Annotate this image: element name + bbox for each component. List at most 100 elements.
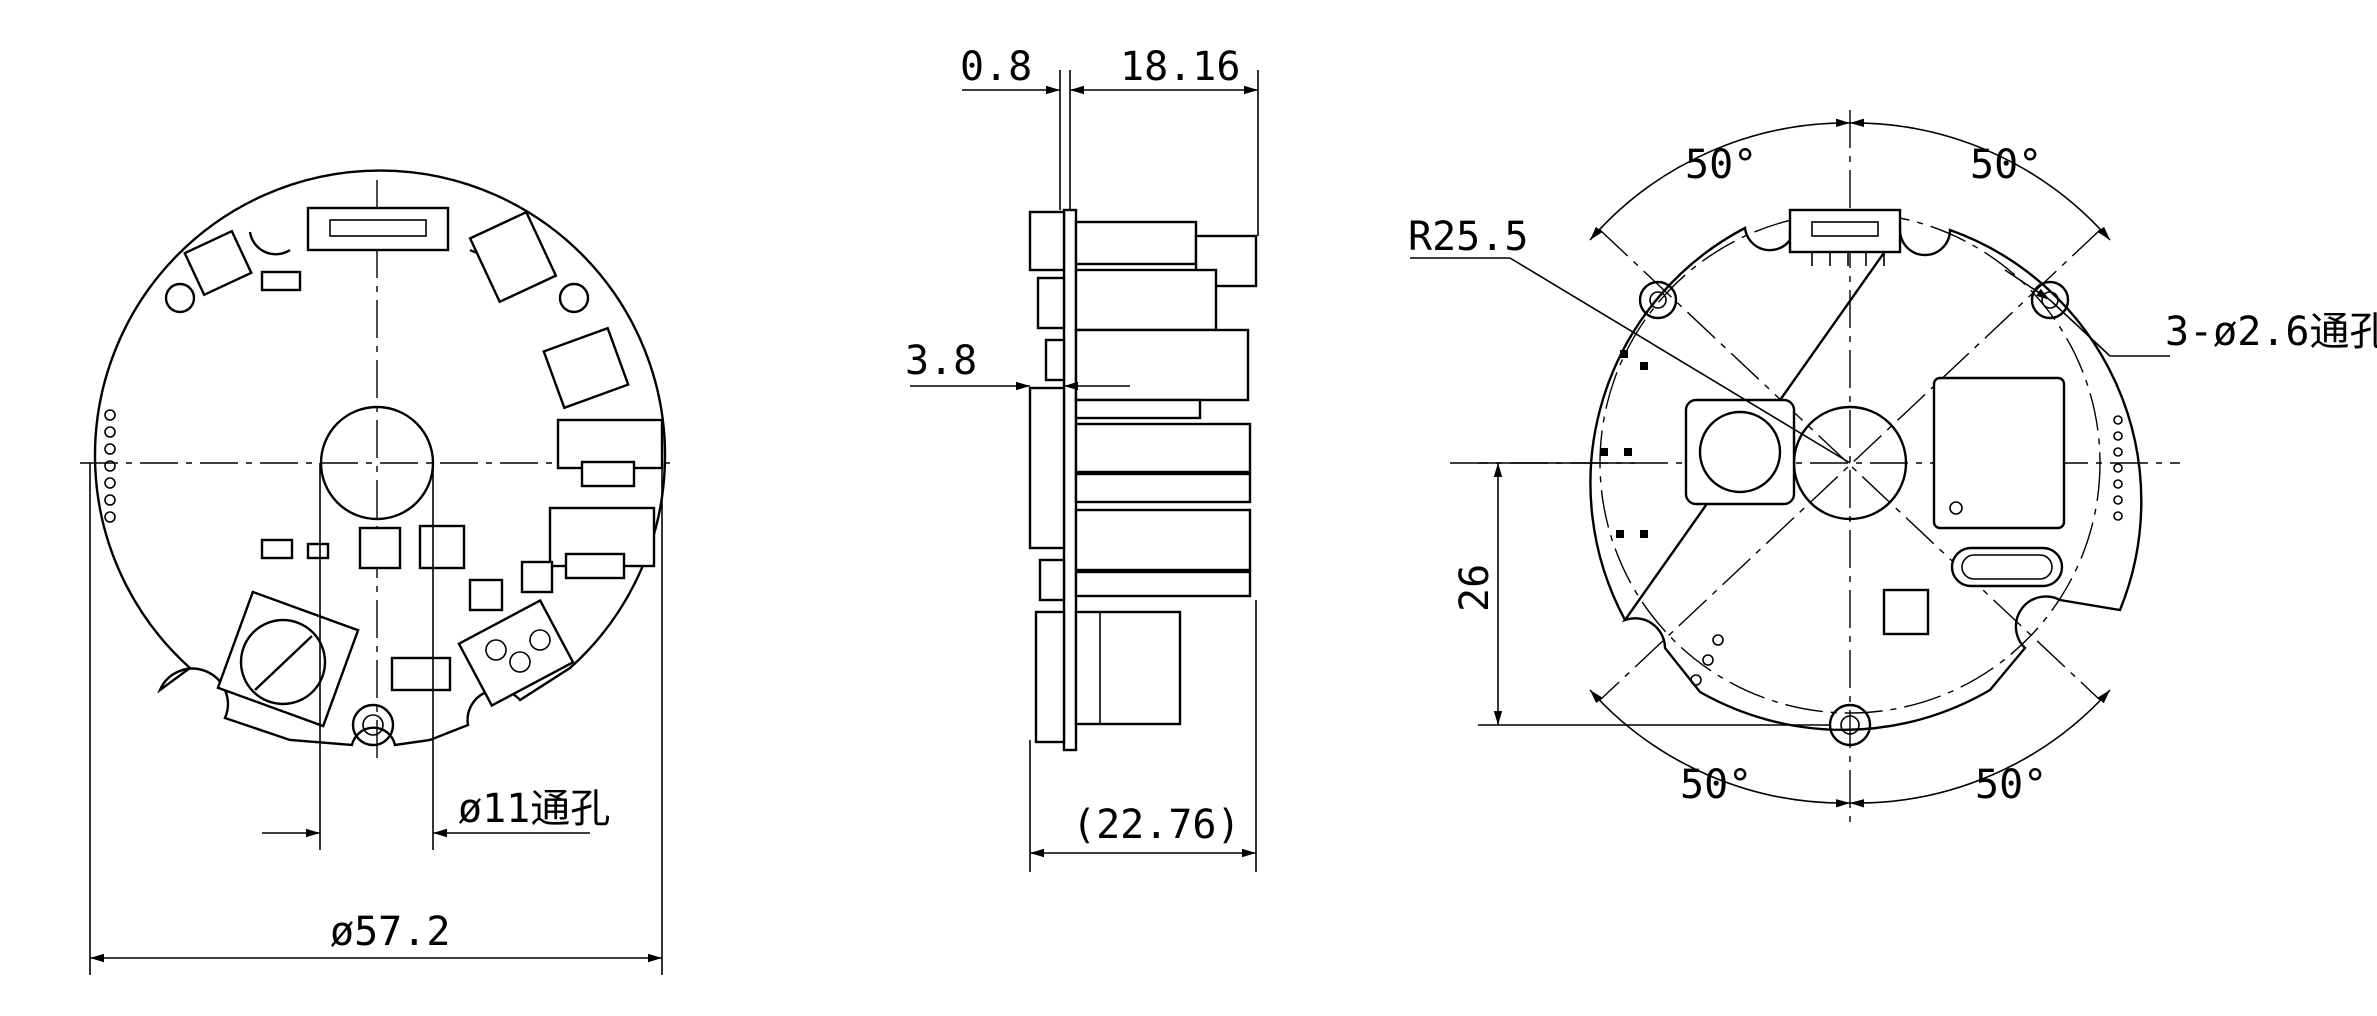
back-pad [1690, 674, 1702, 686]
back-buzzer-frame [1684, 398, 1796, 506]
side-left-dim: 3.8 [905, 338, 977, 384]
back-holes-arrow [2004, 269, 2051, 301]
back-diag-line-b [1599, 229, 2101, 701]
front-chip-d [520, 560, 554, 594]
front-edge-pad [104, 460, 116, 472]
side-pcb [1062, 208, 1078, 752]
side-right-inductor-a [1074, 422, 1252, 474]
back-radius-label: R25.5 [1408, 214, 1528, 260]
front-hole-label: ø11通孔 [458, 786, 610, 832]
front-jst-connector [183, 229, 253, 297]
front-small-part-a [260, 270, 302, 292]
front-edge-pad [104, 409, 116, 421]
front-small-part-c [564, 552, 626, 580]
front-terminal-screw-b [509, 651, 531, 673]
back-mount-hole-left [1638, 280, 1678, 320]
front-chip-a [358, 526, 402, 570]
front-small-part-b [580, 460, 636, 488]
side-right-part-d [1074, 570, 1252, 598]
back-holes-label: 3-ø2.6通孔 [2165, 309, 2377, 355]
side-left-part-c [1044, 338, 1066, 382]
back-mount-hole-right [2030, 280, 2070, 320]
front-battery-mark [254, 635, 313, 691]
front-edge-pad [104, 511, 116, 523]
back-small-square [1882, 588, 1930, 636]
side-left-part-a [1028, 210, 1066, 272]
side-right-battery [1074, 610, 1182, 726]
side-left-part-d [1028, 386, 1066, 550]
side-top-left-dim: 0.8 [960, 44, 1032, 90]
back-smd-dot [1600, 448, 1608, 456]
side-right-connector-top [1074, 220, 1198, 266]
front-battery [239, 618, 327, 706]
back-smd-dot [1624, 448, 1632, 456]
back-view: R25.5 3-ø2.6通孔 26 50° 50° 50° 50° [1408, 110, 2377, 830]
side-bottom-dim: (22.76) [1072, 802, 1241, 848]
back-angle-arc-br [1849, 689, 2111, 808]
front-edge-pad [104, 494, 116, 506]
back-vertical-dim: 26 [1452, 564, 1498, 612]
side-left-part-e [1038, 558, 1066, 602]
back-angle-bottom-left: 50° [1680, 762, 1752, 808]
front-edge-pad [104, 443, 116, 455]
front-inductor-a [556, 418, 664, 470]
back-smd-dot [1640, 530, 1648, 538]
back-edge-pad [2113, 463, 2123, 473]
front-top-connector [306, 206, 450, 252]
front-chip-b [418, 524, 466, 570]
back-mount-hole-right-inner [2041, 291, 2059, 309]
back-crystal-inner [1961, 554, 2053, 580]
front-edge-pad [104, 426, 116, 438]
back-top-connector [1788, 208, 1902, 254]
back-buzzer [1698, 410, 1782, 494]
front-mount-hole-bottom [351, 703, 395, 747]
back-holes-leader [2049, 299, 2111, 357]
back-edge-pad [2113, 511, 2123, 521]
back-angle-arc-tr [1849, 118, 2111, 241]
front-view: ø11通孔 ø57.2 [80, 169, 670, 975]
side-top-right-dim: 18.16 [1120, 44, 1240, 90]
back-radius-leader [1509, 257, 1851, 464]
back-smd-dot [1616, 530, 1624, 538]
back-smd-dot [1640, 362, 1648, 370]
front-mount-hole-bottom-inner [362, 714, 384, 736]
back-angle-arc-bl [1589, 689, 1851, 808]
back-diag-line-a [1599, 229, 2101, 701]
back-edge-pad [2113, 431, 2123, 441]
back-mcu-dot [1949, 501, 1963, 515]
front-diameter-label: ø57.2 [330, 909, 450, 955]
side-right-part-b [1074, 398, 1202, 420]
back-edge-pad [2113, 495, 2123, 505]
back-angle-top-left: 50° [1685, 142, 1757, 188]
back-angle-bottom-right: 50° [1975, 762, 2047, 808]
side-left-part-f [1034, 610, 1066, 744]
front-top-connector-pins [329, 219, 427, 237]
front-mount-hole-left [164, 282, 196, 314]
side-right-part-c [1074, 472, 1252, 504]
back-edge-pad [2113, 447, 2123, 457]
back-angle-top-right: 50° [1970, 142, 2042, 188]
front-terminal-screw-c [529, 629, 551, 651]
front-mount-hole-right [558, 282, 590, 314]
side-view: 0.8 18.16 3.8 (22.76) [905, 44, 1259, 872]
back-pad [1712, 634, 1724, 646]
back-angle-arc-tl [1589, 118, 1851, 241]
side-right-part-a [1074, 268, 1218, 332]
back-mcu-chip [1932, 376, 2066, 530]
front-board-outline [93, 169, 667, 747]
side-right-inductor-b [1074, 508, 1252, 572]
back-pad [1702, 654, 1714, 666]
back-edge-pad [2113, 479, 2123, 489]
front-relay-upper [468, 210, 558, 304]
back-smd-dot [1620, 350, 1628, 358]
side-left-part-b [1036, 276, 1066, 330]
front-notch-left [248, 231, 291, 256]
front-edge-pad [104, 477, 116, 489]
front-terminal-screw-a [485, 639, 507, 661]
back-mount-hole-left-inner [1649, 291, 1667, 309]
back-edge-pad [2113, 415, 2123, 425]
back-crystal [1950, 546, 2064, 588]
front-resistor-a [260, 538, 294, 560]
front-chip-c [468, 578, 504, 612]
